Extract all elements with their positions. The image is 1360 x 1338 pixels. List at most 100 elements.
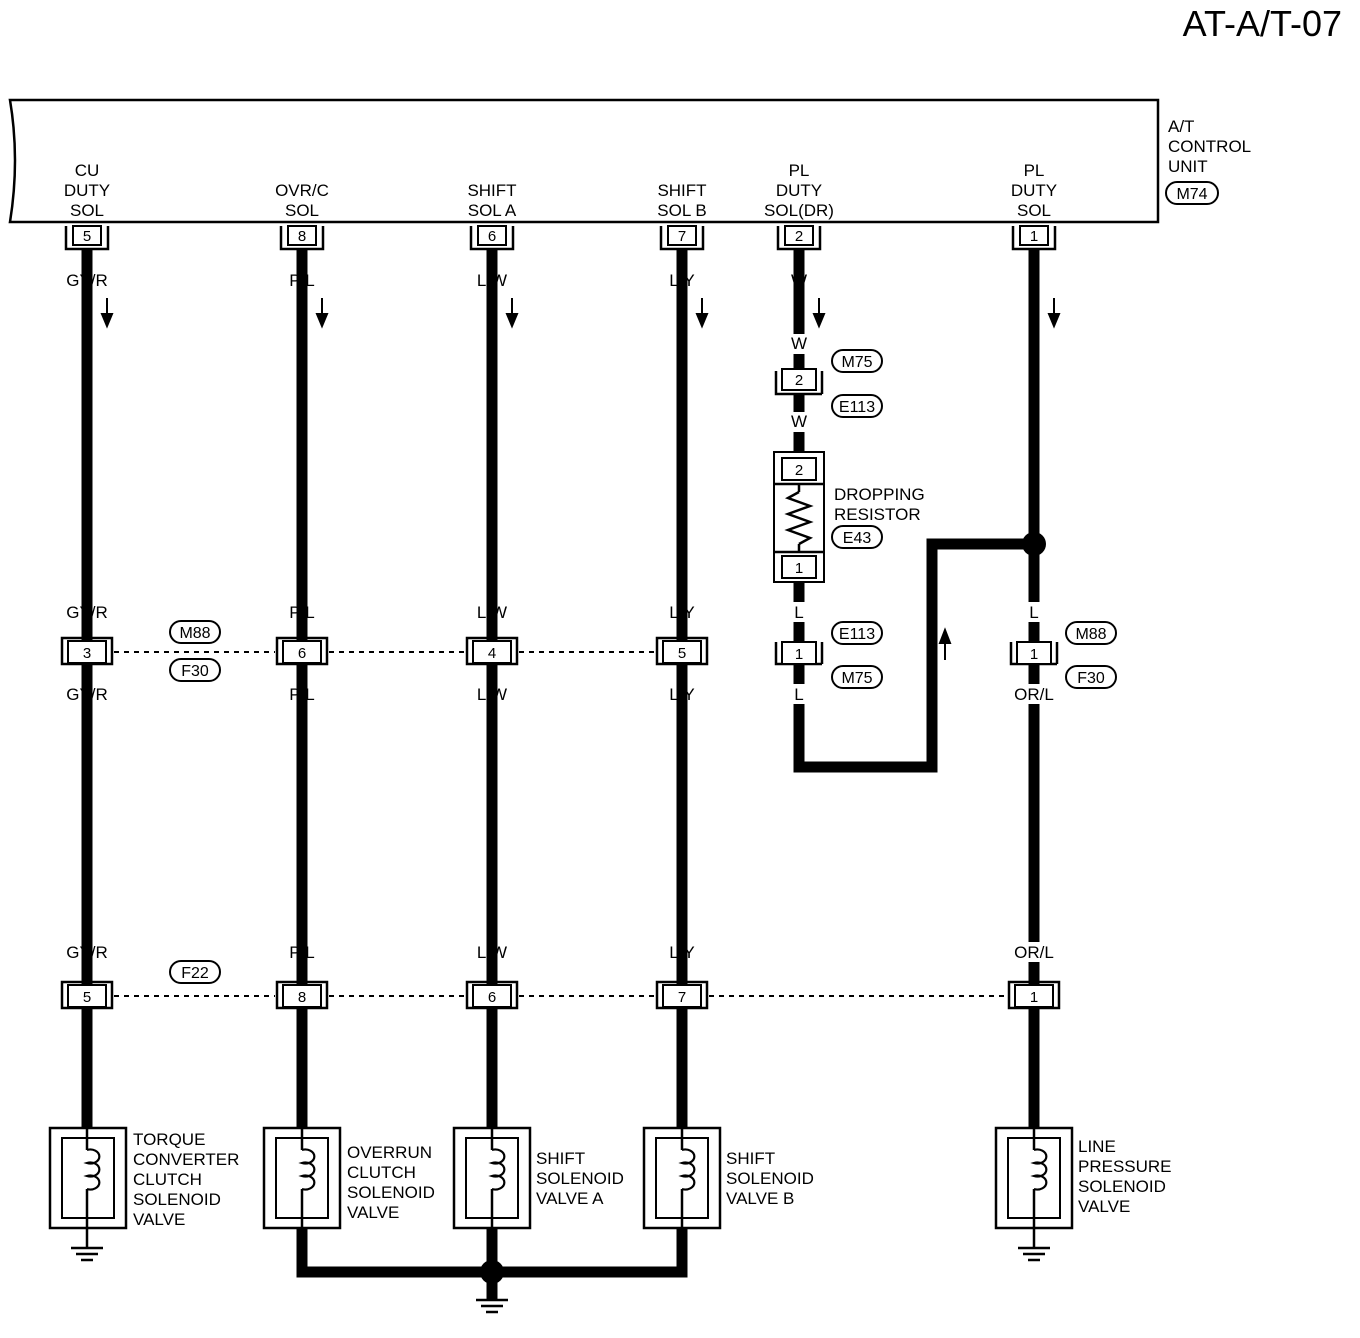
unit-pin-pldr-number: 2	[795, 228, 803, 245]
wire-color-sa-1: L/W	[477, 271, 507, 290]
connector-m88-label-2: M88	[1075, 626, 1106, 643]
splice-pl	[1022, 532, 1046, 556]
coil-icon	[298, 1148, 316, 1191]
m75-pin-number: 2	[795, 372, 803, 389]
component-sa-3: VALVE A	[536, 1189, 604, 1208]
wire-color-cu-2: GY/R	[66, 603, 108, 622]
wire-pldr-return	[793, 538, 1034, 773]
splice-ground	[480, 1260, 504, 1284]
unit-pin-cu-number: 5	[83, 228, 91, 245]
term-label-pl-1: PL	[1024, 161, 1045, 180]
mid-pin-pldr-number: 1	[795, 646, 803, 663]
resistor-name-1: DROPPING	[834, 485, 925, 504]
unit-pin-sa: 6	[469, 225, 515, 251]
term-label-pl-3: SOL	[1017, 201, 1051, 220]
resistor-zigzag-icon	[784, 490, 814, 546]
component-sa-2: SOLENOID	[536, 1169, 624, 1188]
unit-pin-ovr-number: 8	[298, 228, 306, 245]
f22-pin-cu: 5	[60, 980, 114, 1010]
unit-pin-cu: 5	[64, 225, 110, 251]
wire-color-pl-2: L	[1029, 603, 1038, 622]
solenoid-valve-pl	[994, 1126, 1074, 1230]
coil-icon	[678, 1148, 696, 1191]
connector-f30-label: F30	[181, 663, 209, 680]
term-label-pldr-1: PL	[789, 161, 810, 180]
term-label-cu-1: CU	[75, 161, 100, 180]
mid-pin-sa-number: 4	[488, 645, 496, 662]
solenoid-valve-sa	[452, 1126, 532, 1230]
wire-color-ovr-4: P/L	[289, 943, 315, 962]
mid-pin-cu-number: 3	[83, 645, 91, 662]
connector-f22-pill: F22	[169, 960, 221, 984]
wire-color-pl-1: L	[1029, 271, 1038, 290]
ground-icon	[476, 1298, 508, 1314]
connector-m75-e113: 2	[774, 368, 824, 396]
resistor-pin-top: 2	[795, 462, 803, 479]
wire-color-pl-3: OR/L	[1014, 685, 1054, 704]
wire-color-pldr-3: W	[791, 412, 807, 431]
mid-pin-pl: 1	[1009, 641, 1059, 666]
term-label-sb-2: SOL B	[657, 201, 706, 220]
wire-color-sa-3: L/W	[477, 685, 507, 704]
f22-pin-sb-number: 7	[678, 989, 686, 1006]
mid-pin-ovr-number: 6	[298, 645, 306, 662]
term-label-cu-3: SOL	[70, 201, 104, 220]
mid-pin-pldr: 1	[774, 641, 824, 666]
arrow-down-icon	[812, 298, 826, 329]
wire-color-pldr-2: W	[791, 334, 807, 353]
wire-color-ovr-3: P/L	[289, 685, 315, 704]
mid-pin-pl-number: 1	[1030, 646, 1038, 663]
control-unit-connector-pill: M74	[1165, 181, 1219, 205]
component-pl-1: LINE	[1078, 1137, 1116, 1156]
connector-e113-label: E113	[839, 399, 875, 416]
mid-pin-sb-number: 5	[678, 645, 686, 662]
mid-pin-cu: 3	[60, 636, 114, 666]
component-cu-5: VALVE	[133, 1210, 185, 1229]
component-cu-2: CONVERTER	[133, 1150, 239, 1169]
ground-icon	[1018, 1228, 1050, 1262]
control-unit-name-2: CONTROL	[1168, 137, 1251, 156]
wire-color-cu-4: GY/R	[66, 943, 108, 962]
current-arrows	[100, 298, 1061, 660]
unit-pin-sb-number: 7	[678, 228, 686, 245]
connector-e113-pill-2: E113	[831, 621, 883, 645]
connector-e113-pill: E113	[831, 394, 883, 418]
mid-pin-sa: 4	[465, 636, 519, 666]
connector-e43-label: E43	[843, 530, 872, 547]
connector-m75-pill-2: M75	[831, 665, 883, 689]
component-cu-4: SOLENOID	[133, 1190, 221, 1209]
unit-pin-sa-number: 6	[488, 228, 496, 245]
connector-f30-pill-2: F30	[1065, 665, 1117, 689]
wire-color-sb-3: L/Y	[669, 685, 695, 704]
f22-pin-sb: 7	[655, 980, 709, 1010]
component-sb-1: SHIFT	[726, 1149, 775, 1168]
unit-pin-sb: 7	[659, 225, 705, 251]
connector-m88-pill-2: M88	[1065, 621, 1117, 645]
solenoid-valve-ovr	[262, 1126, 342, 1230]
component-sb-2: SOLENOID	[726, 1169, 814, 1188]
control-unit-name-3: UNIT	[1168, 157, 1208, 176]
resistor-name-2: RESISTOR	[834, 505, 921, 524]
coil-icon	[1030, 1148, 1048, 1191]
mid-pin-sb: 5	[655, 636, 709, 666]
f22-pin-ovr: 8	[275, 980, 329, 1010]
component-ovr-1: OVERRUN	[347, 1143, 432, 1162]
solenoid-valve-sb	[642, 1126, 722, 1230]
connector-m88-pill: M88	[169, 620, 221, 644]
component-pl-2: PRESSURE	[1078, 1157, 1172, 1176]
connector-m75-label: M75	[841, 354, 872, 371]
component-sa-1: SHIFT	[536, 1149, 585, 1168]
component-sb-3: VALVE B	[726, 1189, 794, 1208]
wire-color-pldr-1: W	[791, 271, 807, 290]
resistor-pin-bottom: 1	[795, 560, 803, 577]
term-label-pl-2: DUTY	[1011, 181, 1057, 200]
arrow-down-icon	[315, 298, 329, 329]
unit-pin-pl-number: 1	[1030, 228, 1038, 245]
f22-pin-pl: 1	[1007, 980, 1061, 1010]
solenoid-valve-cu	[48, 1126, 128, 1230]
term-label-pldr-3: SOL(DR)	[764, 201, 834, 220]
term-label-sa-1: SHIFT	[467, 181, 516, 200]
arrow-down-icon	[100, 298, 114, 329]
unit-pin-pldr: 2	[776, 225, 822, 251]
